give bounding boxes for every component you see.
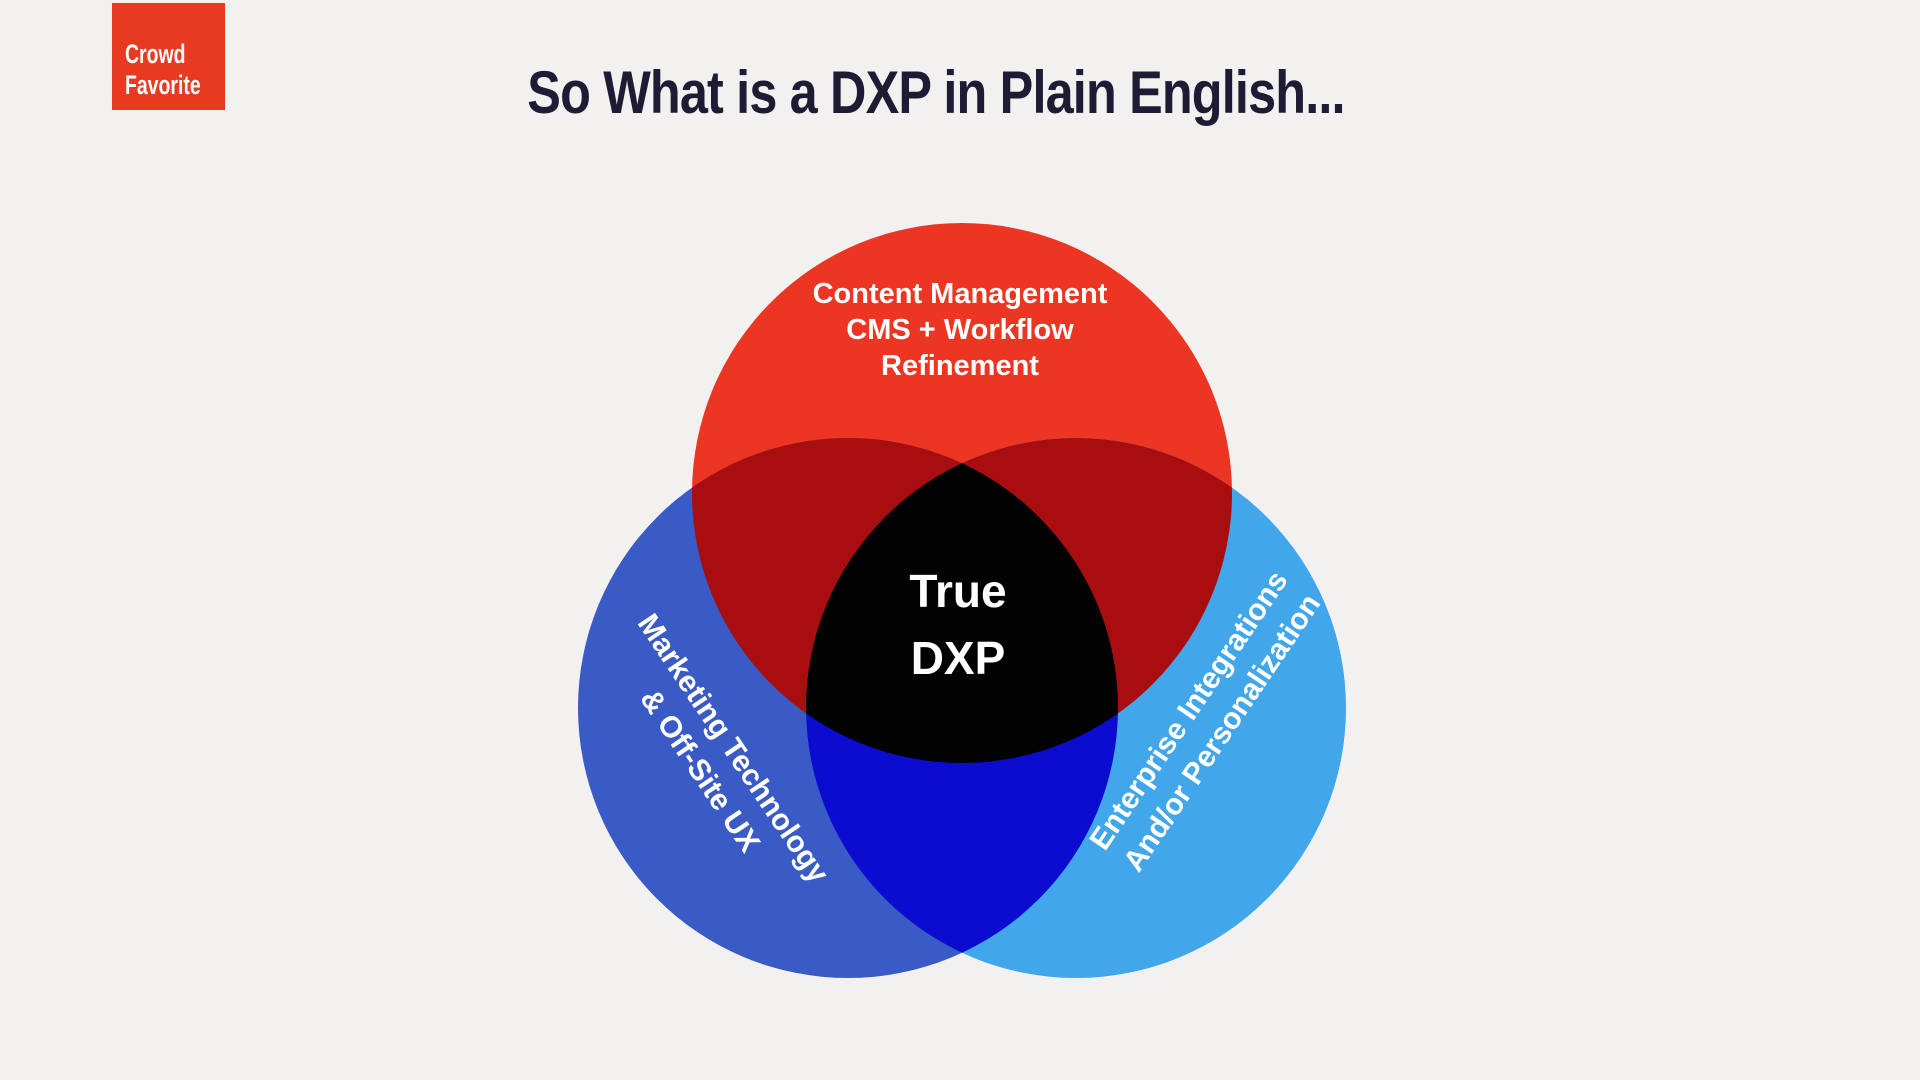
logo-line-2: Favorite bbox=[125, 70, 201, 100]
overlap-true-dxp-region bbox=[806, 438, 1118, 763]
logo-line-1: Crowd bbox=[125, 39, 186, 69]
content-management-label: Content Management CMS + Workflow Refine… bbox=[813, 276, 1108, 384]
true-dxp-label-line-2: DXP bbox=[910, 632, 1006, 684]
content-management-label-line-2: CMS + Workflow bbox=[846, 314, 1074, 346]
content-management-label-line-3: Refinement bbox=[881, 350, 1039, 382]
crowd-favorite-logo: Crowd Favorite bbox=[112, 3, 225, 110]
content-management-label-line-1: Content Management bbox=[812, 278, 1108, 310]
page-title: So What is a DXP in Plain English... bbox=[527, 59, 1345, 126]
true-dxp-label-line-1: True bbox=[909, 565, 1007, 617]
true-dxp-label: True DXP bbox=[909, 558, 1006, 692]
